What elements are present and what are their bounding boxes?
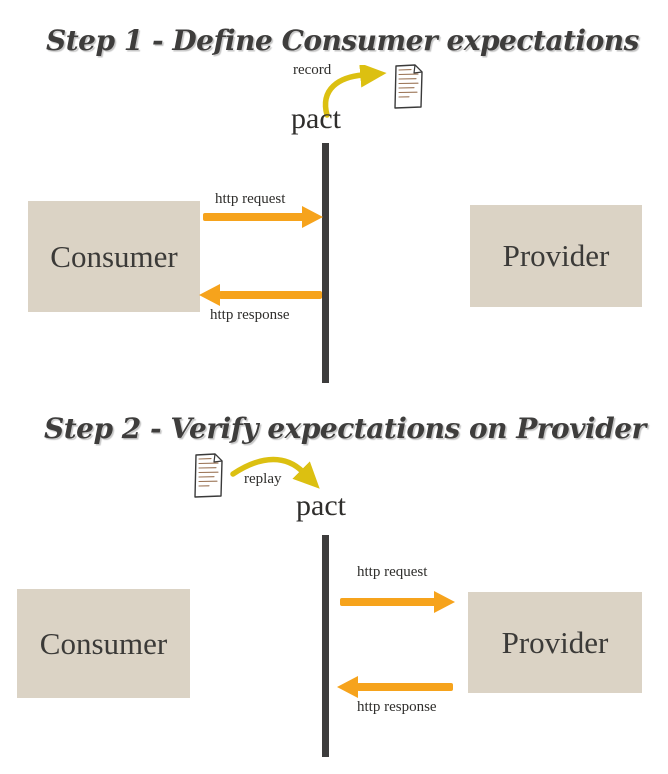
step1-response-label: http response (210, 307, 290, 323)
step2-consumer-box: Consumer (17, 589, 190, 698)
step2-response-arrow-head (337, 676, 358, 698)
step2-request-arrow-shaft (340, 598, 436, 606)
step2-pact-replay-line (322, 535, 329, 757)
step2-provider-box: Provider (468, 592, 642, 693)
step1-consumer-box: Consumer (28, 201, 200, 312)
step1-response-arrow-shaft (219, 291, 322, 299)
step1-provider-box: Provider (470, 205, 642, 307)
step2-title: Step 2 - Verify expectations on Provider (44, 412, 646, 445)
step2-replay-label: replay (244, 471, 282, 487)
step1-record-label: record (293, 62, 332, 78)
step1-pact-mock-line (322, 143, 329, 383)
step2-provider-label: Provider (501, 624, 609, 660)
step2-request-label: http request (357, 564, 428, 580)
step1-request-arrow-shaft (203, 213, 304, 221)
pact-file-icon (394, 64, 423, 109)
step2-response-arrow-shaft (357, 683, 453, 691)
step1-request-label: http request (215, 191, 286, 207)
step2-request-arrow-head (434, 591, 455, 613)
step1-consumer-label: Consumer (50, 238, 178, 274)
record-arrow-icon (322, 65, 387, 118)
step1-request-arrow-head (302, 206, 323, 228)
step1-response-arrow-head (199, 284, 220, 306)
replay-arrow-icon (230, 456, 320, 489)
step1-provider-label: Provider (502, 238, 610, 273)
step2-consumer-label: Consumer (39, 625, 168, 661)
pact-file-icon (194, 453, 223, 498)
step2-response-label: http response (357, 699, 437, 715)
step2-pact-label: pact (296, 489, 346, 522)
step1-title: Step 1 - Define Consumer expectations (46, 24, 639, 57)
step1-pact-label: pact (291, 102, 341, 135)
